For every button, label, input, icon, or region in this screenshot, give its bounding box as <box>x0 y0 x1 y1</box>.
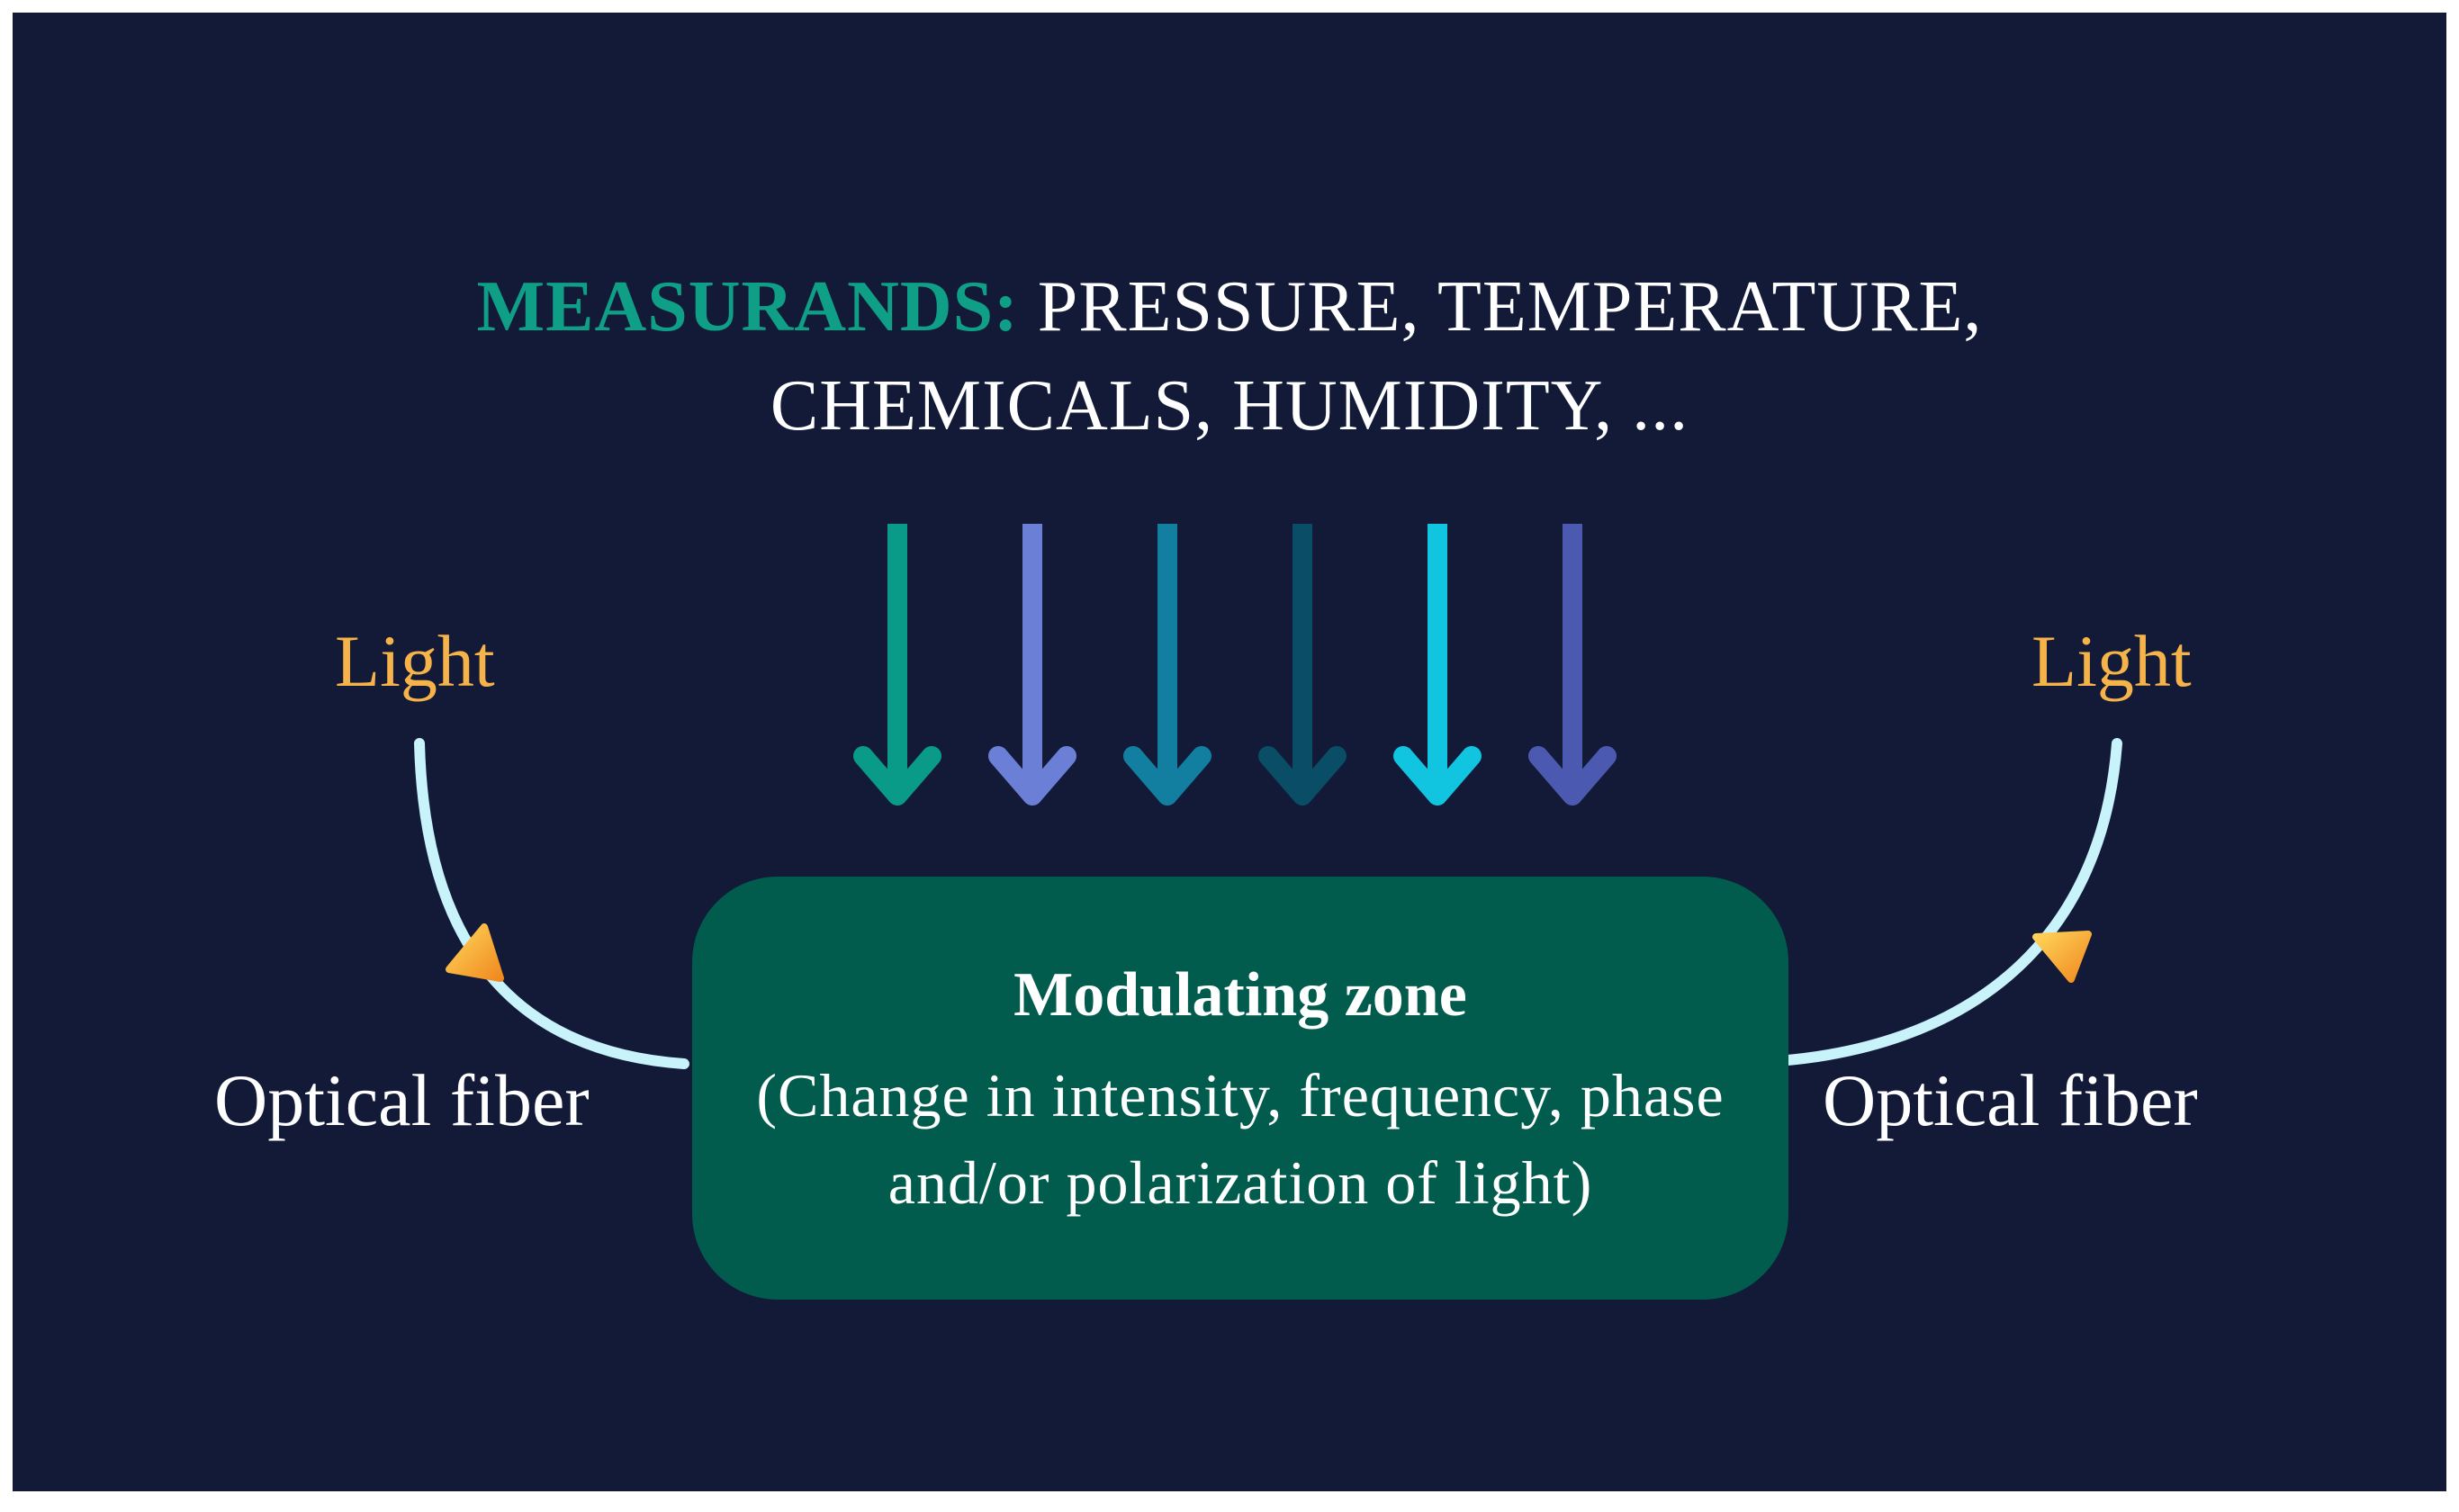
measurand-arrow-1 <box>853 524 941 806</box>
modulating-zone-description: (Change in intensity, frequency, phase a… <box>692 1052 1788 1227</box>
diagram-canvas: MEASURANDS: PRESSURE, TEMPERATURE, CHEMI… <box>13 13 2446 1491</box>
modulating-zone-box: Modulating zone (Change in intensity, fr… <box>692 877 1788 1300</box>
left-optical-fiber-label: Optical fiber <box>214 1059 590 1141</box>
modulating-zone-description-line1: (Change in intensity, frequency, phase <box>756 1061 1725 1130</box>
right-light-label: Light <box>2031 620 2192 702</box>
measurands-list-line1: PRESSURE, TEMPERATURE, <box>1018 267 1983 346</box>
modulating-zone-title: Modulating zone <box>1013 960 1467 1030</box>
measurand-arrow-3 <box>1123 524 1211 806</box>
right-optical-fiber-label: Optical fiber <box>1823 1059 2198 1141</box>
left-light-label: Light <box>335 620 495 702</box>
measurands-heading: MEASURANDS: PRESSURE, TEMPERATURE, <box>13 271 2446 343</box>
right-optical-fiber <box>1771 738 2122 1066</box>
measurands-keyword: MEASURANDS: <box>476 267 1019 346</box>
left-optical-fiber <box>414 738 689 1069</box>
left-light-direction-arrow <box>446 923 504 982</box>
modulating-zone-description-line2: and/or polarization of light) <box>887 1148 1593 1217</box>
measurand-arrow-5 <box>1393 524 1482 806</box>
measurand-arrows <box>853 524 1617 806</box>
diagram-graphics <box>414 524 2122 1069</box>
right-light-direction-arrow <box>2032 931 2092 983</box>
measurand-arrow-4 <box>1258 524 1347 806</box>
measurands-list-line2: CHEMICALS, HUMIDITY, ... <box>770 366 1689 446</box>
measurand-arrow-2 <box>988 524 1076 806</box>
measurand-arrow-6 <box>1528 524 1617 806</box>
